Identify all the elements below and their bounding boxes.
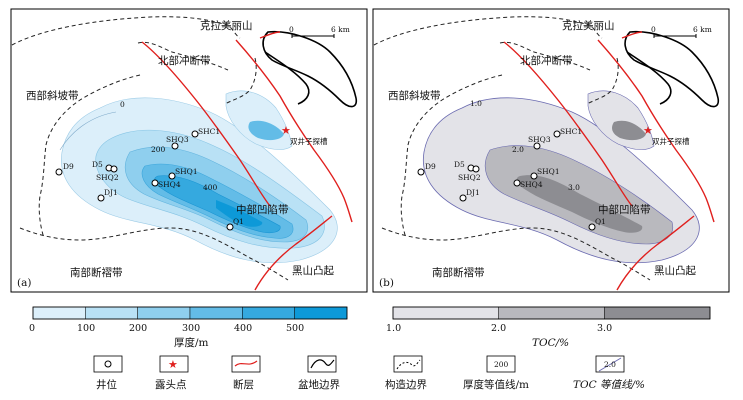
well-label-d9: D9	[63, 162, 74, 171]
toc-color-cell	[604, 306, 711, 320]
legend-label-fault: 断层	[233, 378, 254, 391]
region-label-north-thrust: 北部冲断带	[520, 54, 573, 67]
toc-tick: 3.0	[597, 323, 612, 334]
region-label-south-fold: 南部断褶带	[70, 266, 123, 279]
thickness-tick: 500	[286, 323, 304, 334]
contour-label-3-0: 3.0	[568, 183, 580, 192]
well-label-shc1: SHC1	[198, 127, 220, 136]
thickness-contour-sample: 200	[494, 360, 509, 369]
region-label-heishan-uplift: 黑山凸起	[292, 265, 334, 277]
toc-contour-sample: 2.0	[604, 360, 616, 369]
panel-tag-a: (a)	[17, 277, 31, 289]
outcrop-star-icon: ★	[643, 124, 653, 137]
well-label-d9: D9	[425, 162, 436, 171]
well-label-shq1: SHQ1	[537, 167, 560, 176]
thickness-tick: 300	[182, 323, 200, 334]
thickness-color-cell	[137, 306, 191, 320]
well-label-dj1: DJ1	[466, 188, 480, 197]
thickness-tick: 400	[234, 323, 252, 334]
outcrop-label: 双井子探槽	[652, 136, 690, 146]
legend-label-basin: 盆地边界	[298, 378, 340, 391]
region-label-central-depression: 中部凹陷带	[236, 203, 289, 216]
toc-tick: 2.0	[491, 323, 506, 334]
legend-label-thickness: 厚度等值线/m	[463, 378, 529, 391]
panel-b: 克拉美丽山 北部冲断带 西部斜坡带 中部凹陷带 南部断褶带 黑山凸起 双井子探槽…	[372, 8, 730, 293]
toc-color-cell	[392, 306, 499, 320]
outcrop-label: 双井子探槽	[290, 136, 328, 146]
well-label-shq4: SHQ4	[520, 180, 543, 189]
thickness-color-cell	[85, 306, 138, 320]
scale-start-label: 0	[289, 25, 294, 34]
legend-structure-box	[393, 355, 423, 373]
well-label-shq3: SHQ3	[166, 135, 189, 144]
thickness-color-cell	[242, 306, 295, 320]
contour-label-400: 400	[203, 183, 218, 192]
panel-a: 克拉美丽山 北部冲断带 西部斜坡带 中部凹陷带 南部断褶带 黑山凸起 双井子探槽…	[10, 8, 368, 293]
well-label-d5: D5	[454, 160, 465, 169]
contour-label-1-0: 1.0	[470, 99, 482, 108]
well-label-shq4: SHQ4	[158, 180, 181, 189]
contour-label-200: 200	[151, 145, 166, 154]
region-label-north-thrust: 北部冲断带	[158, 54, 211, 67]
legend-label-outcrop: 露头点	[155, 379, 187, 391]
thickness-color-cell	[294, 306, 348, 320]
thickness-color-cell	[32, 306, 86, 320]
well-label-q1: Q1	[233, 217, 244, 226]
thickness-colorbar: 0 100 200 300 400 500 厚度/m	[29, 306, 348, 349]
well-icon	[104, 360, 112, 368]
star-icon: ★	[168, 358, 178, 371]
toc-colorbar: 1.0 2.0 3.0 TOC/%	[386, 306, 711, 349]
thickness-title: 厚度/m	[174, 336, 209, 349]
legend-outcrop-box	[159, 355, 189, 373]
scale-end-label: 6 km	[331, 25, 350, 34]
well-label-shq2: SHQ2	[96, 173, 119, 182]
thickness-tick: 200	[129, 323, 147, 334]
scale-start-label: 0	[651, 25, 656, 34]
panel-tag-b: (b)	[379, 277, 394, 289]
thickness-shading	[59, 90, 338, 264]
toc-color-cell	[498, 306, 605, 320]
legend: 井位 ★ 露头点 断层 盆地边界 构造边界 200 厚度等值线/m 2.0 TO…	[93, 355, 645, 391]
region-label-west-slope: 西部斜坡带	[388, 89, 441, 102]
region-label-south-fold: 南部断褶带	[432, 266, 485, 279]
contour-label-2-0: 2.0	[512, 145, 524, 154]
toc-contour-icon	[598, 357, 622, 372]
toc-shading	[422, 90, 700, 264]
toc-tick: 1.0	[386, 323, 401, 334]
outcrop-star-icon: ★	[281, 124, 291, 137]
toc-title: TOC/%	[532, 337, 569, 349]
scale-bar-a: 0 6 km	[289, 25, 350, 38]
well-label-shq2: SHQ2	[458, 173, 481, 182]
well-label-shc1: SHC1	[560, 127, 582, 136]
legend-basin-box	[307, 355, 337, 373]
fault-line-icon	[234, 360, 258, 367]
well-label-d5: D5	[92, 160, 103, 169]
legend-thickness-box	[486, 355, 516, 373]
region-label-heishan-uplift: 黑山凸起	[654, 265, 696, 277]
region-label-west-slope: 西部斜坡带	[26, 89, 79, 102]
thickness-color-cell	[189, 306, 243, 320]
contour-label-0: 0	[120, 100, 125, 109]
legend-label-toc: TOC 等值线/%	[573, 379, 645, 391]
structure-boundary-icon	[396, 359, 421, 370]
well-label-dj1: DJ1	[104, 188, 118, 197]
basin-boundary-icon	[310, 359, 335, 369]
well-label-shq1: SHQ1	[175, 167, 198, 176]
legend-label-well: 井位	[96, 378, 117, 391]
region-label-north-mountain: 克拉美丽山	[562, 19, 615, 32]
scale-bar-b: 0 6 km	[651, 25, 712, 38]
scale-end-label: 6 km	[693, 25, 712, 34]
region-label-north-mountain: 克拉美丽山	[200, 19, 253, 32]
legend-label-structure: 构造边界	[385, 378, 427, 391]
well-label-q1: Q1	[595, 217, 606, 226]
region-label-central-depression: 中部凹陷带	[598, 203, 651, 216]
well-label-shq3: SHQ3	[528, 135, 551, 144]
thickness-tick: 100	[77, 323, 95, 334]
thickness-tick: 0	[29, 323, 35, 334]
